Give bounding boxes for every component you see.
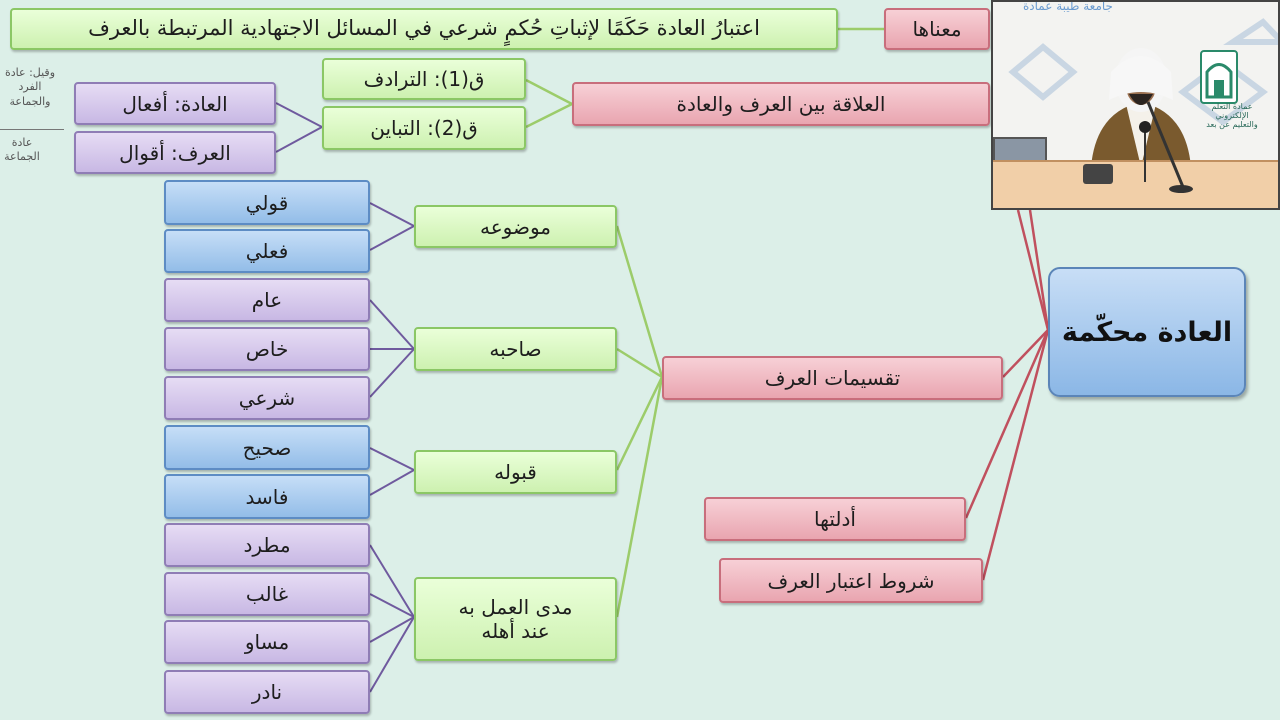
note-divider: [0, 129, 64, 130]
synonymy-box[interactable]: ق(1): الترادف: [322, 58, 526, 100]
verbal-box[interactable]: قولي: [164, 180, 370, 225]
meaning-box[interactable]: معناها: [884, 8, 990, 50]
evidence-box[interactable]: أدلتها: [704, 497, 966, 541]
custom-actions-box[interactable]: العادة: أفعال: [74, 82, 276, 125]
rare-box[interactable]: نادر: [164, 670, 370, 714]
relation-box[interactable]: العلاقة بين العرف والعادة: [572, 82, 990, 126]
divergence-box[interactable]: ق(2): التباين: [322, 106, 526, 150]
specific-box[interactable]: خاص: [164, 327, 370, 371]
by-acceptance-box[interactable]: قبوله: [414, 450, 617, 494]
constant-box[interactable]: مطرد: [164, 523, 370, 567]
valid-box[interactable]: صحيح: [164, 425, 370, 470]
video-header-text: جامعة طيبة عمادة: [1023, 0, 1113, 13]
video-device: [1083, 164, 1113, 184]
central-node[interactable]: العادة محكّمة: [1048, 267, 1246, 397]
video-overlay: جامعة طيبة عمادة عمادة التعلم الإلكتروني…: [991, 0, 1280, 210]
legal-box[interactable]: شرعي: [164, 376, 370, 420]
general-box[interactable]: عام: [164, 278, 370, 322]
university-logo: [1200, 50, 1238, 104]
invalid-box[interactable]: فاسد: [164, 474, 370, 519]
equal-box[interactable]: مساو: [164, 620, 370, 664]
note-bottom: عادة الجماعة: [4, 136, 40, 164]
custom-sayings-box[interactable]: العرف: أقوال: [74, 131, 276, 174]
by-owner-box[interactable]: صاحبه: [414, 327, 617, 371]
by-extent-box[interactable]: مدى العمل به عند أهله: [414, 577, 617, 661]
definition-box[interactable]: اعتبارُ العادة حَكَمًا لإثباتِ حُكمٍ شرع…: [10, 8, 838, 50]
note-top: وقيل: عادة الفرد والجماعة: [5, 66, 55, 108]
logo-caption: عمادة التعلم الإلكتروني والتعليم عن بعد: [1206, 102, 1258, 129]
practical-box[interactable]: فعلي: [164, 229, 370, 273]
divisions-box[interactable]: تقسيمات العرف: [662, 356, 1003, 400]
conditions-box[interactable]: شروط اعتبار العرف: [719, 558, 983, 603]
by-subject-box[interactable]: موضوعه: [414, 205, 617, 248]
predominant-box[interactable]: غالب: [164, 572, 370, 616]
video-desk: [993, 160, 1278, 208]
speaker-figure: [1091, 48, 1191, 167]
microphone: [1139, 101, 1193, 193]
